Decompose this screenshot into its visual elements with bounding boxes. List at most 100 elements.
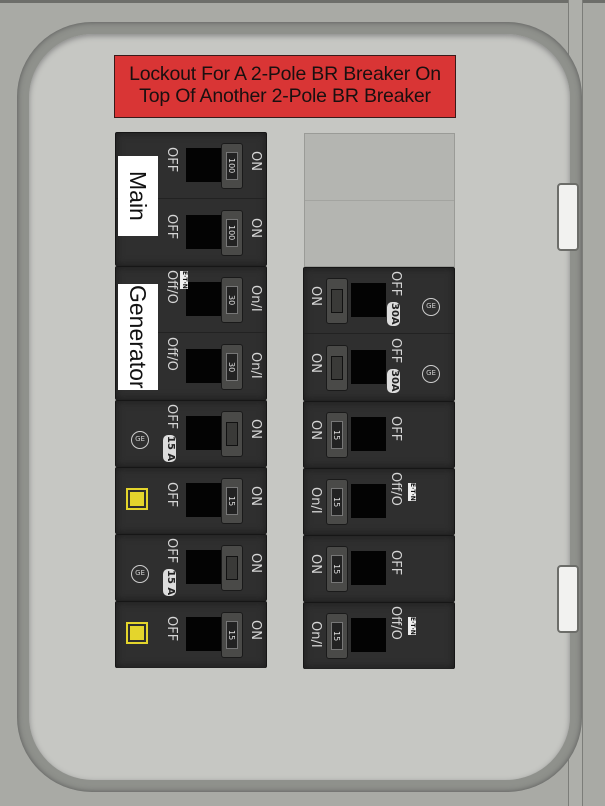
hinge-bottom (557, 565, 579, 633)
ge-logo-icon: GE (131, 431, 149, 449)
off-label: OFF (164, 538, 179, 564)
ge-rating-badge: 30A (387, 302, 400, 326)
breaker-handle[interactable]: 15 (221, 612, 243, 658)
hinge-top (557, 183, 579, 251)
ge-rating-badge: 15 A (163, 435, 176, 463)
on-label: ON (308, 353, 323, 373)
on-label: ON (308, 286, 323, 306)
off-label: OFF (164, 214, 179, 240)
rating-label: 100 (226, 219, 238, 247)
breaker-handle[interactable]: 30 (221, 344, 243, 390)
on-label: On/I (308, 621, 323, 648)
breaker-pole: ON OFF 15 A GE (116, 535, 266, 601)
on-label: ON (248, 553, 263, 573)
breaker-window (186, 349, 221, 383)
on-label: On/I (248, 285, 263, 312)
ge-rating-badge: 15 A (163, 569, 176, 597)
on-label: On/I (308, 487, 323, 514)
breaker-window (186, 148, 221, 182)
dead-front-frame (17, 22, 582, 792)
off-label: OFF (388, 550, 403, 576)
on-label: ON (248, 486, 263, 506)
rating-label: 30 (226, 353, 238, 381)
on-label: ON (308, 554, 323, 574)
breaker-handle[interactable]: 30 (221, 277, 243, 323)
breaker-handle[interactable] (326, 345, 348, 391)
breaker-br[interactable]: 15 ON OFF (303, 401, 455, 468)
dead-front (29, 34, 570, 780)
ge-logo-icon: GE (131, 565, 149, 583)
handle-slot (331, 356, 343, 380)
square-d-logo-icon (126, 488, 148, 510)
breaker-window (351, 618, 386, 652)
breaker-handle[interactable]: 15 (326, 479, 348, 525)
breaker-window (186, 215, 221, 249)
handle-slot (226, 422, 238, 446)
off-label: OFF (164, 616, 179, 642)
breaker-handle[interactable]: 15 (221, 478, 243, 524)
breaker-window (186, 282, 221, 316)
breaker-window (351, 417, 386, 451)
breaker-pole: 30 On/I Off/O (116, 334, 266, 400)
breaker-pole: 15 On/I Off/O E·T·N (304, 603, 454, 669)
breaker-handle[interactable]: 15 (326, 546, 348, 592)
ge-rating-badge: 30A (387, 369, 400, 393)
off-label: OFF (164, 147, 179, 173)
off-label: OFF (388, 416, 403, 442)
eaton-logo: E·T·N (408, 617, 416, 635)
off-label: OFF (164, 404, 179, 430)
blank-filler-plate (304, 133, 455, 267)
off-label: Off/O (388, 606, 403, 640)
rating-label: 15 (331, 622, 343, 650)
breaker-ge[interactable]: ON OFF 15 A GE (115, 534, 267, 601)
breaker-squared[interactable]: 15 ON OFF (115, 601, 267, 668)
ge-logo-icon: GE (422, 365, 440, 383)
off-label: Off/O (164, 337, 179, 371)
breaker-pole: 15 ON OFF (116, 602, 266, 668)
breaker-handle[interactable] (221, 545, 243, 591)
title-line-2: Top Of Another 2-Pole BR Breaker (139, 85, 431, 107)
breaker-pole: ON OFF 30A GE (304, 335, 454, 401)
generator-tag: Generator (118, 284, 158, 390)
breaker-handle[interactable] (326, 278, 348, 324)
breaker-ge[interactable]: ON OFF 15 A GE (115, 400, 267, 467)
title-line-1: Lockout For A 2-Pole BR Breaker On (129, 63, 441, 85)
on-label: ON (308, 420, 323, 440)
rating-label: 30 (226, 286, 238, 314)
breaker-pole: 15 ON OFF (304, 402, 454, 468)
breaker-eaton[interactable]: 15 On/I Off/O E·T·N (303, 602, 455, 669)
rating-label: 15 (331, 488, 343, 516)
breaker-window (351, 283, 386, 317)
handle-slot (331, 289, 343, 313)
breaker-handle[interactable]: 15 (326, 613, 348, 659)
rating-label: 15 (226, 487, 238, 515)
off-label: Off/O (164, 270, 179, 304)
breaker-window (351, 350, 386, 384)
breaker-window (186, 483, 221, 517)
breaker-handle[interactable] (221, 411, 243, 457)
rating-label: 15 (226, 621, 238, 649)
eaton-logo: E·T·N (180, 271, 188, 289)
on-label: On/I (248, 352, 263, 379)
handle-slot (226, 556, 238, 580)
eaton-logo: E·T·N (408, 483, 416, 501)
lockout-title-label: Lockout For A 2-Pole BR Breaker On Top O… (114, 55, 456, 118)
on-label: ON (248, 620, 263, 640)
off-label: OFF (388, 338, 403, 364)
breaker-handle[interactable]: 15 (326, 412, 348, 458)
rating-label: 15 (331, 421, 343, 449)
breaker-handle[interactable]: 100 (221, 210, 243, 256)
on-label: ON (248, 419, 263, 439)
off-label: OFF (388, 271, 403, 297)
breaker-handle[interactable]: 100 (221, 143, 243, 189)
